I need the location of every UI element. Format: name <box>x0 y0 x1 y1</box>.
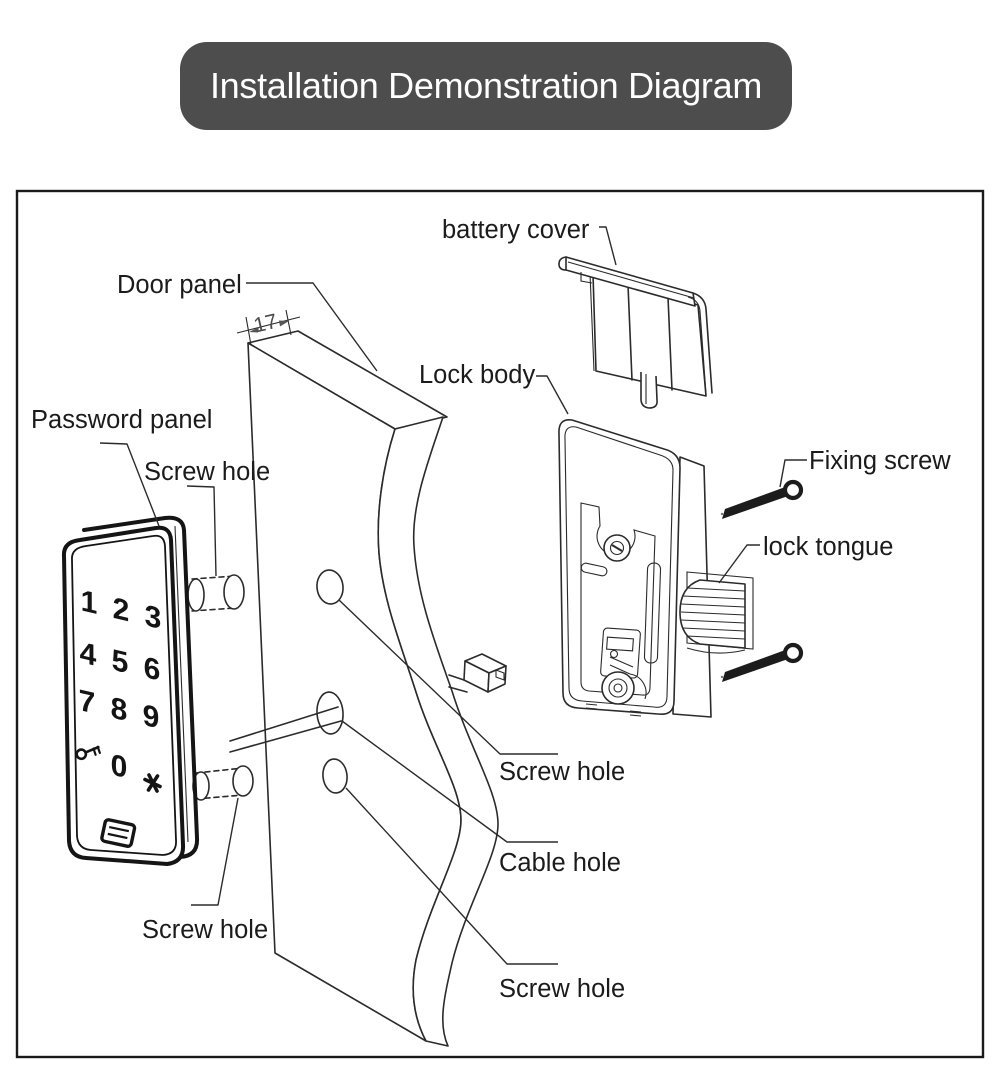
label-screw-hole-upper-left: Screw hole <box>144 458 270 486</box>
password-panel-face <box>71 534 177 856</box>
label-lock-tongue: lock tongue <box>763 533 893 561</box>
lock-tongue-drawing <box>679 571 754 654</box>
keypad-digit-0: 0 <box>111 748 128 785</box>
dimension-17: 17 <box>236 310 301 346</box>
lock-screw-boss-top <box>603 534 631 562</box>
lock-bottom-ticks <box>585 703 642 717</box>
leader-battery-cover <box>599 226 617 266</box>
keypad-digit-1: 1 <box>81 584 98 621</box>
battery-cover-ribs <box>627 284 673 391</box>
leader-screw-hole-bottom-left <box>191 797 239 906</box>
screw-post-bottom <box>192 765 254 801</box>
label-password-panel: Password panel <box>31 406 212 434</box>
label-screw-hole-right: Screw hole <box>499 758 625 786</box>
leader-lock-body <box>536 375 569 415</box>
leader-screw-hole-upper <box>186 485 217 577</box>
battery-cover-left-edge <box>589 272 595 372</box>
usb-port <box>100 818 137 848</box>
door-broken-edge-band <box>378 417 498 1046</box>
asterisk-icon <box>143 773 162 793</box>
keypad-digit-7: 7 <box>79 683 96 720</box>
lock-slot <box>580 562 608 577</box>
password-panel-back <box>82 515 200 859</box>
fixing-screw-top <box>721 482 801 519</box>
fixing-screw-bottom <box>721 645 801 682</box>
keypad-digit-6: 6 <box>144 650 161 687</box>
door-panel-drawing <box>229 330 499 1047</box>
leader-lines <box>99 226 807 965</box>
door-hole-bottom <box>322 758 348 794</box>
cable-connector <box>448 653 507 693</box>
diagram-border <box>15 189 985 1059</box>
door-hole-cable <box>316 691 344 735</box>
lock-body-front-face <box>558 418 681 716</box>
keypad: 1 2 3 4 5 6 7 8 9 0 <box>79 584 162 785</box>
lock-body-drawing <box>558 418 754 718</box>
keypad-digit-2: 2 <box>113 591 130 628</box>
cable-rod <box>229 706 342 753</box>
lock-screw-boss-bottom <box>601 671 647 705</box>
keypad-digit-5: 5 <box>112 643 129 680</box>
title-banner: Installation Demonstration Diagram <box>180 42 792 130</box>
keypad-digit-3: 3 <box>145 598 162 635</box>
keypad-digit-4: 4 <box>80 635 97 672</box>
label-door-panel: Door panel <box>117 271 242 299</box>
leader-cable-hole <box>341 720 558 843</box>
label-screw-hole-bottom-left: Screw hole <box>142 916 268 944</box>
label-cable-hole: Cable hole <box>499 849 621 877</box>
title-text: Installation Demonstration Diagram <box>209 65 763 106</box>
leader-screw-hole-right <box>338 599 558 755</box>
leader-door-panel <box>246 282 378 372</box>
lock-body-inner-border <box>564 426 674 708</box>
door-hole-top <box>316 569 344 605</box>
label-screw-hole-bottom-right: Screw hole <box>499 975 625 1003</box>
dimension-value: 17 <box>252 310 280 338</box>
label-battery-cover: battery cover <box>442 216 590 244</box>
battery-cover-rail <box>558 256 713 395</box>
screw-post-top <box>187 574 245 612</box>
password-panel-drawing: 1 2 3 4 5 6 7 8 9 0 <box>61 515 200 866</box>
leader-fixing-screw <box>779 459 807 488</box>
battery-cover-tab <box>640 372 658 409</box>
door-broken-edge-hatch <box>377 416 499 1047</box>
label-lock-body: Lock body <box>419 361 535 389</box>
lock-right-strip <box>643 562 662 664</box>
battery-cover-drawing <box>558 256 713 409</box>
label-fixing-screw: Fixing screw <box>809 447 951 475</box>
leader-password-panel <box>99 442 160 527</box>
lock-body-pocket <box>580 502 656 696</box>
leader-screw-hole-bottom-right <box>345 787 558 965</box>
diagram-labels: battery cover Door panel Lock body Passw… <box>31 216 951 1003</box>
keypad-digit-8: 8 <box>111 691 128 728</box>
key-icon <box>75 745 101 761</box>
leader-lock-tongue <box>718 544 760 584</box>
keypad-digit-9: 9 <box>143 698 160 735</box>
